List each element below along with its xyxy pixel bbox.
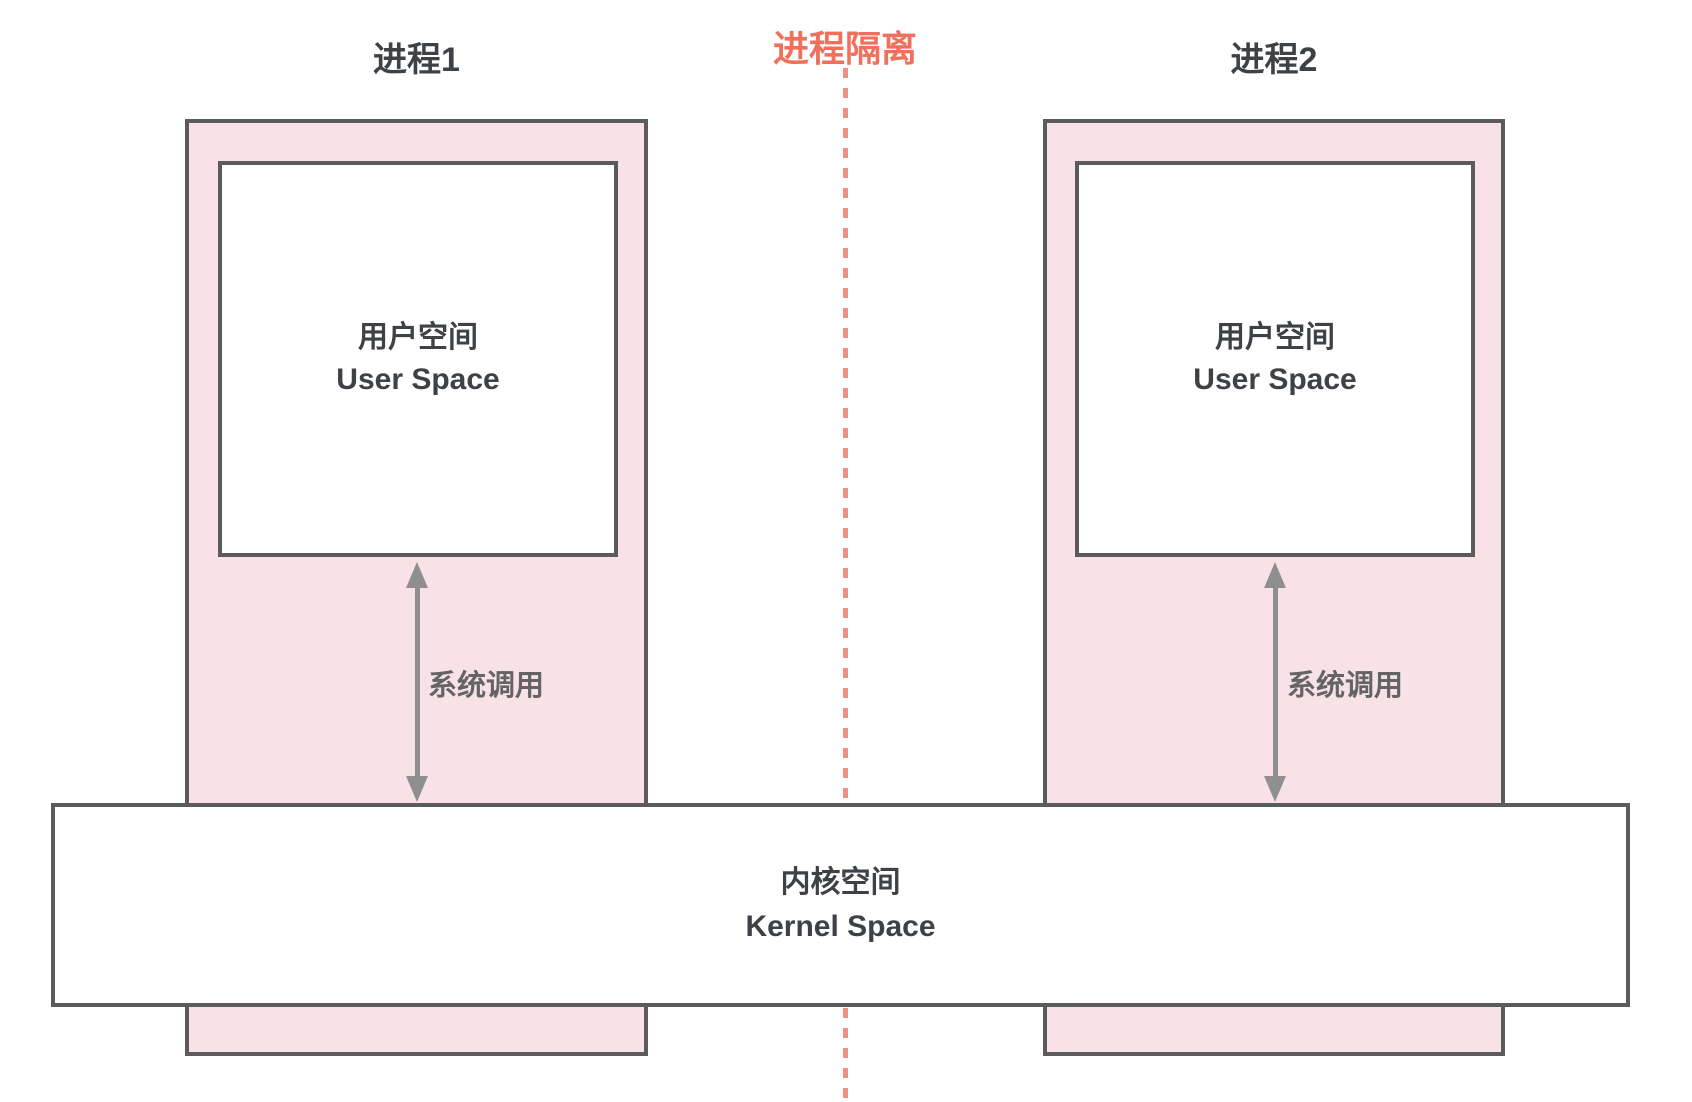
process1-title: 进程1 — [373, 41, 460, 79]
process2-title: 进程2 — [1230, 41, 1318, 79]
process2-syscall-label: 系统调用 — [1287, 670, 1404, 702]
process2-user-space-label-en: User Space — [1193, 363, 1357, 396]
process2-syscall-arrow — [1264, 562, 1286, 802]
arrow-up-icon — [406, 562, 428, 588]
kernel-space-label-zh: 内核空间 — [780, 866, 901, 899]
arrow-shaft — [1272, 582, 1278, 782]
process2-user-space-box: 用户空间 User Space — [1075, 161, 1475, 557]
process1-user-space-label-en: User Space — [336, 363, 500, 396]
arrow-up-icon — [1264, 562, 1286, 588]
arrow-down-icon — [406, 776, 428, 802]
isolation-dashed-line — [843, 68, 848, 1102]
process2-user-space-label-zh: 用户空间 — [1215, 321, 1335, 354]
arrow-down-icon — [1264, 776, 1286, 802]
process1-user-space-box: 用户空间 User Space — [218, 161, 618, 557]
process1-syscall-arrow — [406, 562, 428, 802]
process1-user-space-label-zh: 用户空间 — [358, 321, 478, 354]
arrow-shaft — [414, 582, 420, 782]
process1-syscall-label: 系统调用 — [428, 670, 545, 702]
kernel-space-label-en: Kernel Space — [745, 910, 936, 943]
isolation-label: 进程隔离 — [772, 28, 917, 69]
kernel-space-box: 内核空间 Kernel Space — [51, 803, 1630, 1007]
